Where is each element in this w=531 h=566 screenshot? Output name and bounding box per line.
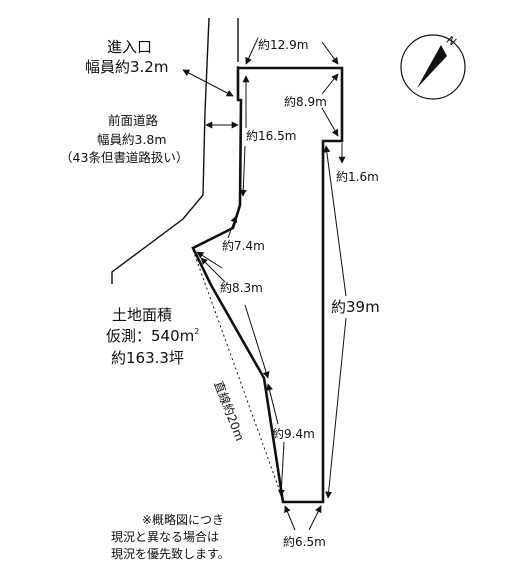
arrow-65-right bbox=[308, 505, 322, 531]
arrow-94-down bbox=[277, 441, 285, 497]
area-tsubo: 約163.3坪 bbox=[111, 349, 184, 367]
area-title: 土地面積 bbox=[112, 306, 172, 324]
footnote-line1: ※概略図につき bbox=[142, 512, 224, 527]
dimension-arrows bbox=[182, 37, 347, 531]
arrow-39-down bbox=[325, 317, 347, 499]
front-road-title: 前面道路 bbox=[108, 113, 159, 128]
dim-top: 約12.9m bbox=[258, 37, 308, 52]
arrow-65-left bbox=[284, 505, 296, 531]
arrow-74-top bbox=[227, 215, 238, 239]
footnote-line2: 現況と異なる場合は bbox=[111, 529, 219, 544]
arrow-89-bottom bbox=[321, 107, 339, 137]
arrow-83-up bbox=[200, 257, 226, 283]
road-left-edge bbox=[111, 17, 210, 284]
lot-boundary bbox=[191, 66, 344, 504]
front-road-width: 幅員約3.8m bbox=[97, 132, 167, 147]
compass-icon: N bbox=[400, 33, 466, 100]
arrow-entrance bbox=[182, 69, 234, 97]
entrance-width: 幅員約3.2m bbox=[85, 58, 168, 76]
arrow-top-left bbox=[245, 37, 259, 65]
arrow-top-right bbox=[321, 41, 339, 65]
arrow-39-up bbox=[323, 145, 347, 297]
area-measured-main: 仮測：540m bbox=[106, 327, 194, 345]
straight-line-dotted bbox=[192, 249, 284, 501]
footnote-line3: 現況を優先致します。 bbox=[111, 546, 230, 561]
arrow-94-up bbox=[266, 383, 279, 425]
arrow-83-down bbox=[244, 304, 270, 379]
dim-step: 約1.6m bbox=[336, 169, 379, 184]
dim-diag: 約8.3m bbox=[220, 280, 263, 295]
arrow-165-down bbox=[239, 145, 247, 197]
arrow-89-top bbox=[321, 73, 339, 95]
compass-label: N bbox=[445, 33, 459, 48]
dim-left-lower: 約9.4m bbox=[272, 426, 315, 441]
front-road-note: （43条但書道路扱い） bbox=[60, 150, 188, 165]
area-measured: 仮測：540m2 bbox=[106, 327, 199, 345]
compass-needle-icon bbox=[417, 45, 447, 88]
dim-right-upper: 約8.9m bbox=[284, 94, 327, 109]
dim-bottom: 約6.5m bbox=[283, 534, 326, 549]
dim-left-mid: 約7.4m bbox=[222, 238, 265, 253]
area-measured-sup: 2 bbox=[194, 327, 199, 336]
entrance-title: 進入口 bbox=[107, 38, 152, 56]
arrow-74-left bbox=[196, 251, 223, 269]
dim-left-upper: 約16.5m bbox=[246, 128, 296, 143]
dim-right-long: 約39m bbox=[331, 298, 380, 316]
